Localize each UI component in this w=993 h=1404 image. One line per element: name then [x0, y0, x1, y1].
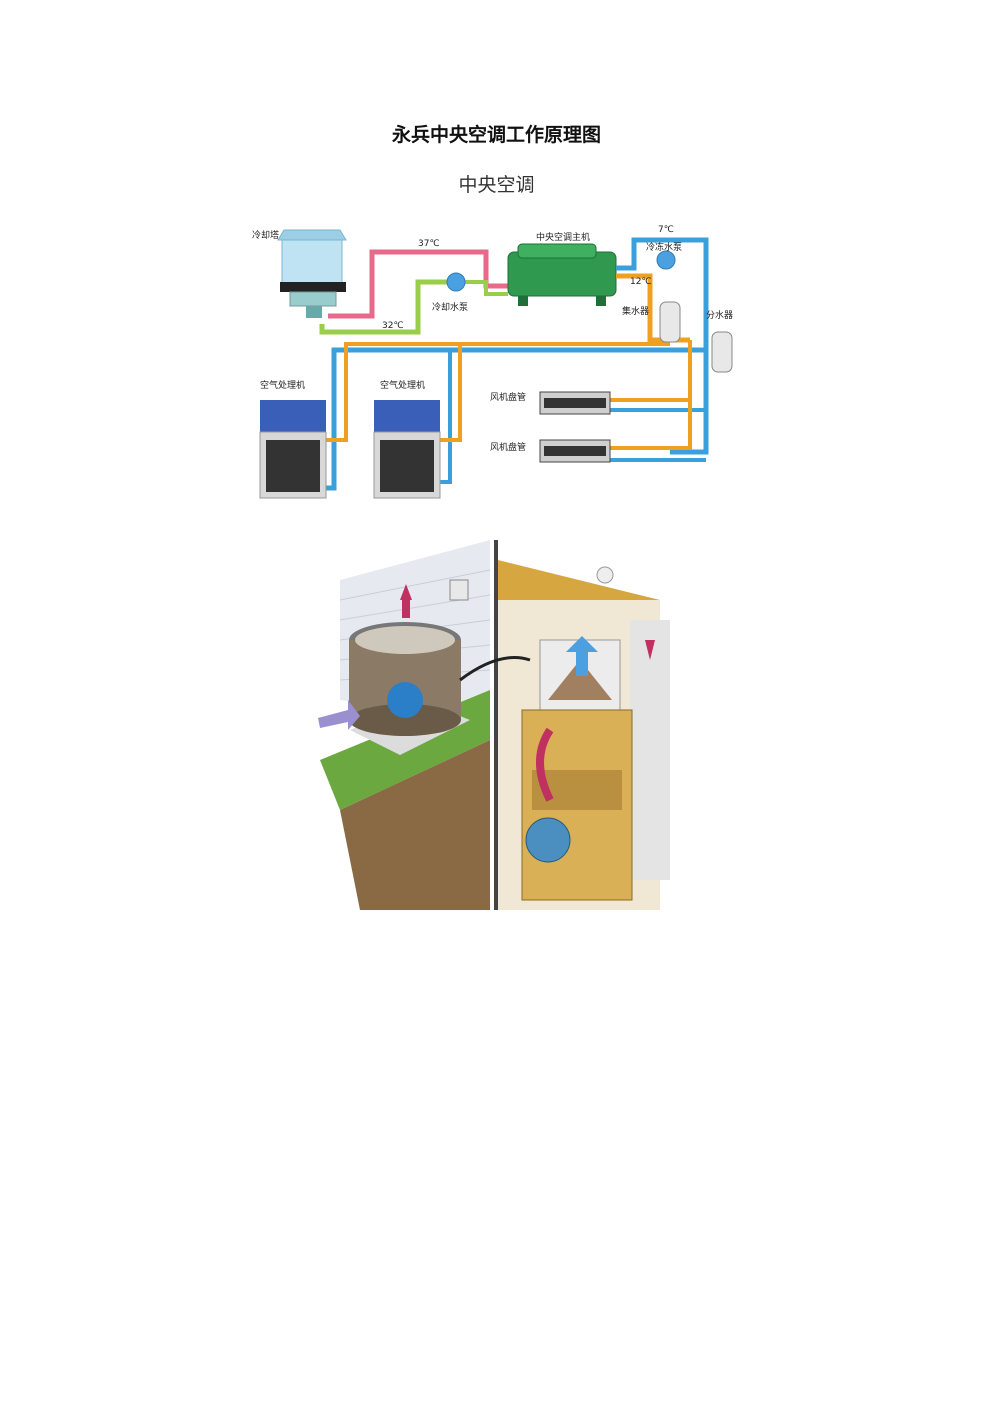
residential-ac-cutaway-illustration	[300, 540, 690, 910]
label-temp-32: 32℃	[382, 321, 404, 331]
label-temp-37: 37℃	[418, 239, 440, 249]
label-ahu-2: 空气处理机	[380, 379, 425, 391]
air-handler-unit-1	[259, 400, 327, 499]
document-subtitle: 中央空调	[458, 174, 535, 196]
fan-coil-1	[539, 391, 611, 415]
refrigerant-line	[459, 656, 531, 682]
distributor-tank	[711, 331, 733, 373]
cooling-return-pipe	[319, 279, 508, 335]
cooling-tower	[277, 229, 347, 318]
document-title: 永兵中央空调工作原理图	[391, 124, 601, 146]
blower-fan	[525, 817, 571, 863]
label-collector: 集水器	[622, 305, 649, 317]
label-temp-7: 7℃	[658, 225, 674, 235]
collector-tank	[659, 301, 681, 343]
fan-coil-2	[539, 439, 611, 463]
cool-air-arrow-icon	[566, 636, 598, 652]
return-air-arrow-icon	[536, 727, 554, 802]
label-fancoil-1: 风机盘管	[490, 391, 526, 403]
thermostat-icon	[596, 566, 614, 584]
label-cooling-pump: 冷却水泵	[432, 301, 468, 313]
air-intake-arrow-icon	[318, 700, 360, 730]
central-ac-system-diagram: 冷却塔 37℃ 中央空调主机 7℃ 冷冻水泵 12℃ 冷却水泵 32℃ 集水器 …	[252, 225, 733, 499]
main-unit	[507, 243, 617, 306]
label-temp-12: 12℃	[630, 277, 652, 287]
hot-water-pipe	[328, 249, 508, 319]
label-fancoil-2: 风机盘管	[490, 441, 526, 453]
disconnect-box	[449, 579, 469, 601]
label-ahu-1: 空气处理机	[260, 379, 305, 391]
label-distributor: 分水器	[706, 309, 733, 321]
soil	[340, 740, 490, 910]
label-main-unit: 中央空调主机	[536, 231, 590, 243]
compressor	[387, 682, 423, 718]
chilled-pump-icon	[656, 250, 676, 270]
outdoor-condenser	[349, 622, 461, 736]
supply-duct-arrow-icon	[645, 640, 655, 660]
label-cooling-tower: 冷却塔	[252, 229, 279, 241]
cooling-pump-icon	[446, 272, 466, 292]
hot-air-out-arrow-icon	[400, 584, 412, 600]
air-handler-unit-2	[373, 400, 441, 499]
label-chilled-pump: 冷冻水泵	[646, 241, 682, 253]
